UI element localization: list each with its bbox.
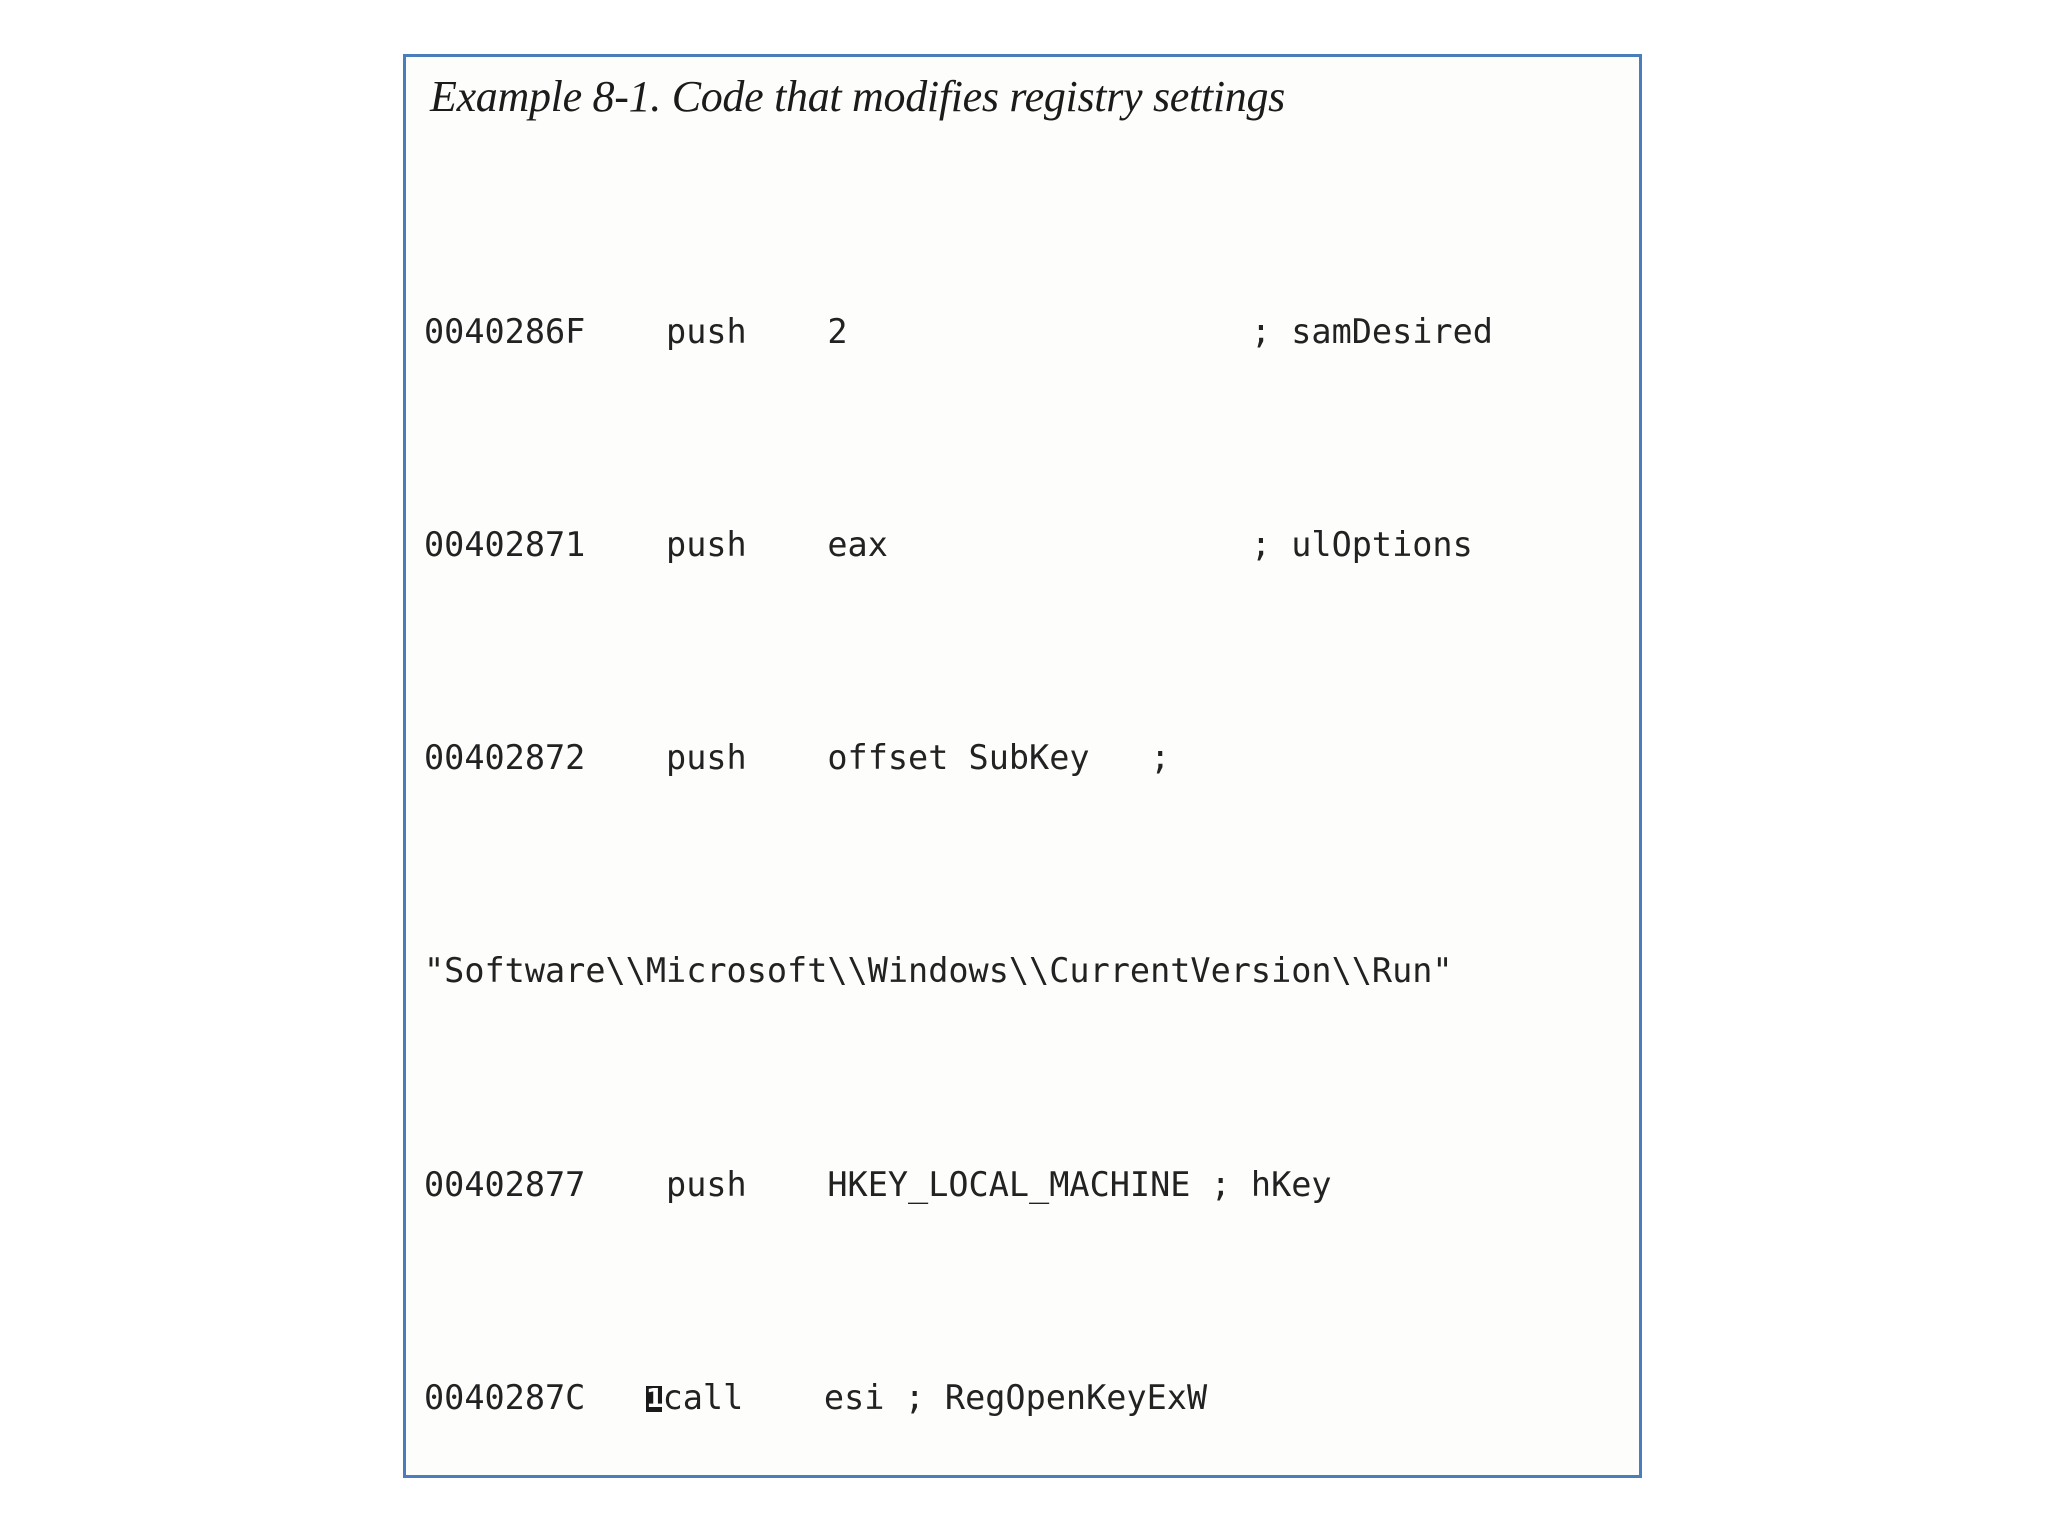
figure-caption: Example 8-1. Code that modifies registry… [430, 72, 1286, 121]
code-text: 0040286F push 2 ; samDesired [424, 311, 1493, 351]
code-address: 0040287C [424, 1377, 646, 1417]
code-text: 00402871 push eax ; ulOptions [424, 525, 1473, 565]
code-text: "Software\\Microsoft\\Windows\\CurrentVe… [424, 951, 1453, 991]
disassembly-listing: 0040286F push 2 ; samDesired 00402871 pu… [424, 145, 1639, 1475]
callout-marker-1: 1 [645, 1385, 663, 1413]
code-line-callout-1: 0040287C 1call esi ; RegOpenKeyExW [424, 1371, 1639, 1424]
code-line: 00402877 push HKEY_LOCAL_MACHINE ; hKey [424, 1158, 1639, 1211]
code-text: call esi ; RegOpenKeyExW [662, 1377, 1208, 1417]
code-line: 00402872 push offset SubKey ; [424, 731, 1639, 784]
code-line: 0040286F push 2 ; samDesired [424, 305, 1639, 358]
code-line-string-literal: "Software\\Microsoft\\Windows\\CurrentVe… [424, 944, 1639, 997]
code-example-figure: Example 8-1. Code that modifies registry… [403, 54, 1642, 1478]
code-text: 00402872 push offset SubKey ; [424, 738, 1171, 778]
code-text: 00402877 push HKEY_LOCAL_MACHINE ; hKey [424, 1164, 1332, 1204]
code-line: 00402871 push eax ; ulOptions [424, 518, 1639, 571]
